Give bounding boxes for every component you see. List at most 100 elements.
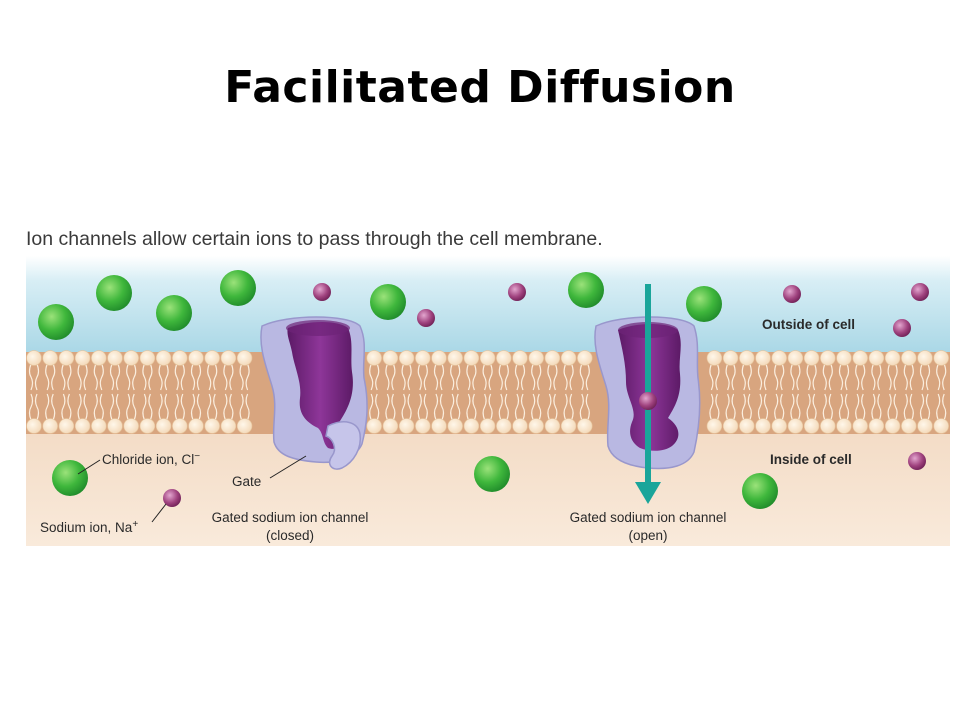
lipid-tail <box>855 393 866 421</box>
lipid-tail <box>741 393 752 421</box>
lipid-tail <box>514 393 526 421</box>
lipid-tail <box>579 393 590 421</box>
lipid-head <box>868 350 885 366</box>
chloride-ion <box>686 286 722 322</box>
lipid-head <box>139 418 156 434</box>
lipid-head <box>933 418 949 434</box>
lipid-tail <box>822 363 833 391</box>
lipid-head <box>803 350 820 366</box>
lipid-head <box>42 418 58 434</box>
lipid-head <box>479 418 496 434</box>
lipid-tail <box>126 393 137 421</box>
outside-cell-label: Outside of cell <box>762 317 855 332</box>
lipid-head <box>722 350 739 366</box>
lipid-head <box>852 350 868 366</box>
chloride-ion <box>96 275 132 311</box>
lipid-tail <box>433 393 445 421</box>
lipid-tail <box>709 393 720 421</box>
lipid-head <box>107 418 123 434</box>
lipid-head <box>868 418 885 434</box>
chloride-leader-line <box>77 459 101 475</box>
lipid-head <box>74 350 91 366</box>
chloride-ion <box>474 456 510 492</box>
lipid-head <box>512 350 528 366</box>
slide-title: Facilitated Diffusion <box>224 62 736 113</box>
lipid-tail <box>207 393 218 421</box>
lipid-tail <box>806 393 817 421</box>
sodium-ion <box>508 283 526 301</box>
closed-channel <box>260 316 368 470</box>
lipid-tail <box>109 363 121 391</box>
lipid-head <box>204 418 220 434</box>
lipid-tail <box>790 363 801 391</box>
lipid-head <box>706 418 723 434</box>
lipid-tail <box>871 393 882 421</box>
lipid-tail <box>142 363 153 391</box>
lipid-tail <box>174 393 185 421</box>
lipid-tail <box>417 393 428 421</box>
lipid-tail <box>563 393 574 421</box>
inside-cell-label: Inside of cell <box>770 452 852 467</box>
lipid-head <box>172 418 188 434</box>
lipid-head <box>139 350 156 366</box>
lipid-tail <box>61 393 72 421</box>
lipid-tail <box>725 393 736 421</box>
lipid-tail <box>498 363 509 391</box>
ion-flow-arrow <box>635 284 661 504</box>
lipid-tail <box>223 363 234 391</box>
lipid-head <box>496 418 512 434</box>
lipid-tail <box>903 363 914 391</box>
lipid-tail <box>466 393 477 421</box>
lipid-head <box>787 350 804 366</box>
sodium-ion <box>417 309 435 327</box>
lipid-tail <box>579 363 590 391</box>
lipid-head <box>366 418 382 434</box>
closed-channel-label-line2: (closed) <box>266 528 314 543</box>
lipid-tail <box>514 363 526 391</box>
lipid-head <box>26 418 42 434</box>
lipid-tail <box>466 363 477 391</box>
lipid-tail <box>903 393 914 421</box>
lipid-tail <box>936 393 947 421</box>
lipid-head <box>123 350 139 366</box>
lipid-tail <box>433 363 445 391</box>
lipid-tail <box>774 363 785 391</box>
lipid-tail <box>919 393 931 421</box>
lipid-head <box>220 418 237 434</box>
lipid-tail <box>757 393 769 421</box>
lipid-tail <box>93 363 104 391</box>
lipid-head <box>755 418 771 434</box>
open-channel-label-line1: Gated sodium ion channel <box>570 510 727 525</box>
lipid-tail <box>77 363 88 391</box>
chloride-ion <box>38 304 74 340</box>
lipid-head <box>431 350 447 366</box>
lipid-head <box>884 350 901 366</box>
sodium-leader-line <box>151 503 167 523</box>
sodium-ion <box>313 283 331 301</box>
lipid-head <box>447 350 463 366</box>
lipid-head <box>204 350 220 366</box>
lipid-head <box>91 418 107 434</box>
chloride-ion <box>156 295 192 331</box>
lipid-head <box>917 350 933 366</box>
closed-channel-label-line1: Gated sodium ion channel <box>212 510 369 525</box>
sodium-ion <box>783 285 801 303</box>
lipid-head <box>155 418 172 434</box>
lipid-tail <box>757 363 769 391</box>
sodium-label: Sodium ion, Na+ <box>40 519 138 535</box>
lipid-head <box>560 418 577 434</box>
lipid-tail <box>93 393 104 421</box>
lipid-tail <box>190 393 202 421</box>
lipid-tail <box>158 393 169 421</box>
lipid-tail <box>547 393 558 421</box>
lipid-head <box>236 350 253 366</box>
lipid-head <box>431 418 447 434</box>
lipid-head <box>917 418 933 434</box>
lipid-head <box>852 418 868 434</box>
gate-leader-line <box>269 455 307 479</box>
chloride-ion <box>370 284 406 320</box>
lipid-head <box>771 418 787 434</box>
lipid-tail <box>709 363 720 391</box>
lipid-tail <box>61 363 72 391</box>
lipid-head <box>26 350 42 366</box>
